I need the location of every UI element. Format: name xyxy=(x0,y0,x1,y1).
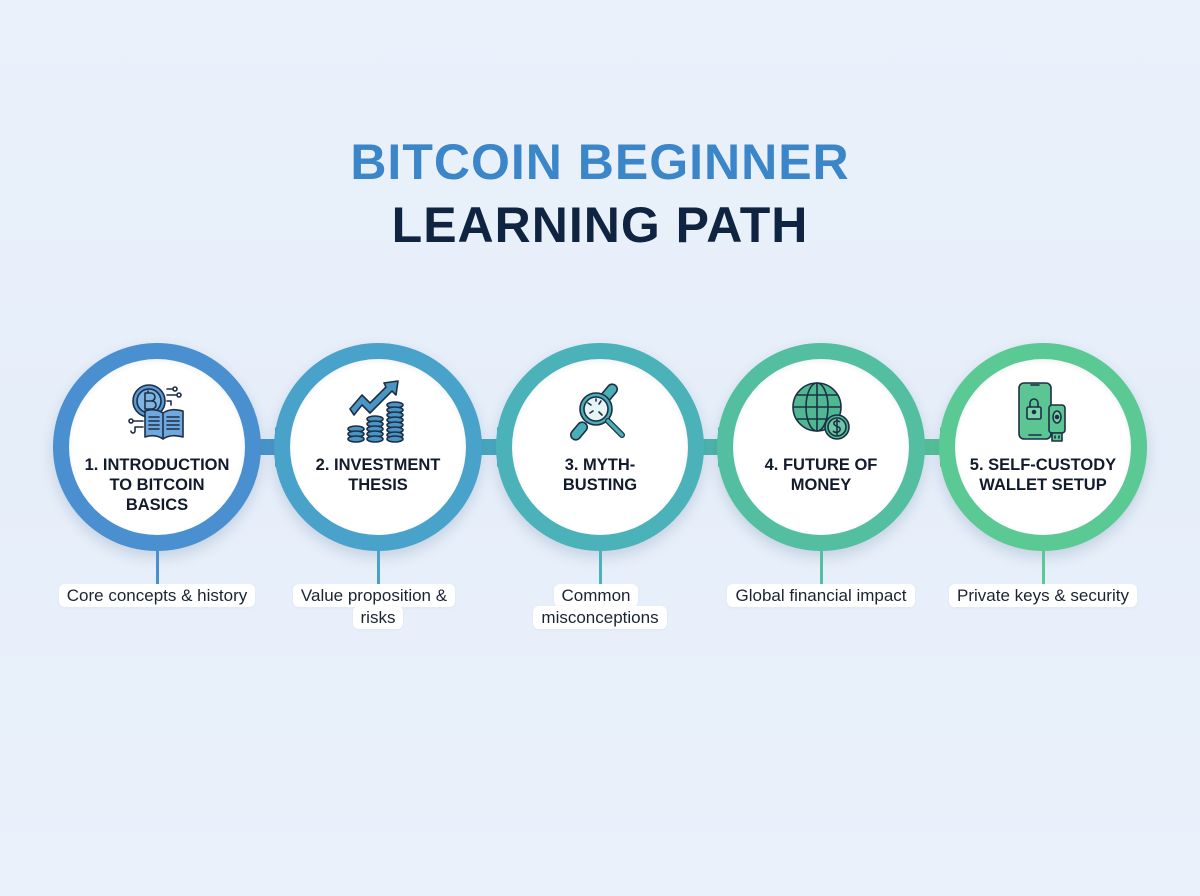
globe-dollar-icon xyxy=(789,379,853,443)
step-5-title: 5. SELF-CUSTODY WALLET SETUP xyxy=(969,456,1117,494)
step-2-title: 2. INVESTMENT THESIS xyxy=(315,456,441,494)
step-5-connector xyxy=(1042,551,1045,584)
step-2-connector xyxy=(377,551,380,584)
step-1-circle[interactable]: 1. INTRODUCTION TO BITCOIN BASICS xyxy=(53,343,261,551)
step-3-circle[interactable]: 3. MYTH- BUSTING xyxy=(496,343,704,551)
broken-chain-magnifier-icon xyxy=(568,379,632,443)
title-line-2: LEARNING PATH xyxy=(391,197,809,253)
step-4-card: 4. FUTURE OF MONEY xyxy=(733,359,909,535)
step-3-title: 3. MYTH- BUSTING xyxy=(562,456,638,494)
step-5-description: Private keys & security xyxy=(943,584,1143,607)
step-4-circle[interactable]: 4. FUTURE OF MONEY xyxy=(717,343,925,551)
step-2-description: Value proposition & risks xyxy=(278,584,478,629)
step-4-description: Global financial impact xyxy=(721,584,921,607)
step-4-connector xyxy=(820,551,823,584)
step-4-title: 4. FUTURE OF MONEY xyxy=(764,456,878,494)
step-1-title: 1. INTRODUCTION TO BITCOIN BASICS xyxy=(84,456,230,514)
phone-lock-hardware-wallet-icon xyxy=(1011,379,1075,443)
step-2-card: 2. INVESTMENT THESIS xyxy=(290,359,466,535)
step-3-connector xyxy=(599,551,602,584)
step-5-card: 5. SELF-CUSTODY WALLET SETUP xyxy=(955,359,1131,535)
growth-chart-coins-icon xyxy=(346,379,410,443)
step-1-connector xyxy=(156,551,159,584)
step-1-card: 1. INTRODUCTION TO BITCOIN BASICS xyxy=(69,359,245,535)
bitcoin-book-icon xyxy=(125,379,189,443)
step-3-description: Common misconceptions xyxy=(500,584,700,629)
step-3-card: 3. MYTH- BUSTING xyxy=(512,359,688,535)
title-line-1: BITCOIN BEGINNER xyxy=(350,134,850,190)
step-1-description: Core concepts & history xyxy=(57,584,257,607)
step-5-circle[interactable]: 5. SELF-CUSTODY WALLET SETUP xyxy=(939,343,1147,551)
step-2-circle[interactable]: 2. INVESTMENT THESIS xyxy=(274,343,482,551)
